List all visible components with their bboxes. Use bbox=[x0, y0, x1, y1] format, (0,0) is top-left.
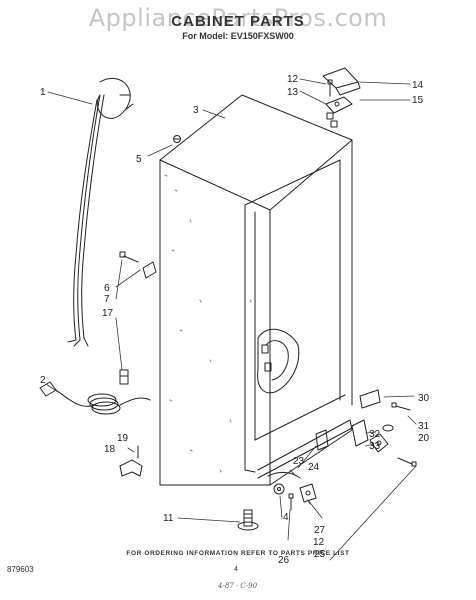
callout-15: 15 bbox=[412, 95, 424, 106]
ordering-note: FOR ORDERING INFORMATION REFER TO PARTS … bbox=[126, 550, 350, 557]
page-number: 4 bbox=[234, 566, 238, 573]
handwritten-mark: 4-87 · C-90 bbox=[218, 582, 258, 590]
hinge-screw bbox=[327, 79, 333, 97]
callout-labels: 1 2 3 4 5 6 7 11 12 12 13 14 15 17 18 19… bbox=[40, 74, 430, 566]
harness-clip bbox=[119, 251, 157, 279]
wire-tie bbox=[267, 471, 301, 479]
callout-25: 25 bbox=[314, 549, 326, 560]
callout-6: 6 bbox=[104, 283, 110, 294]
bottom-hinge bbox=[351, 419, 389, 453]
callout-32: 32 bbox=[369, 429, 381, 440]
callout-3: 3 bbox=[193, 105, 199, 116]
drain-pan-bracket bbox=[257, 328, 300, 394]
callout-20: 20 bbox=[418, 433, 430, 444]
callout-4: 4 bbox=[283, 512, 289, 523]
callout-7: 7 bbox=[104, 294, 110, 305]
power-cord bbox=[39, 381, 151, 415]
callout-18: 18 bbox=[104, 444, 116, 455]
side-cover bbox=[359, 389, 381, 409]
callout-23: 23 bbox=[293, 456, 305, 467]
callout-14: 14 bbox=[412, 80, 424, 91]
callout-5: 5 bbox=[136, 154, 142, 165]
watermark: AppliancePartsPros.com bbox=[88, 4, 388, 32]
model-number: For Model: EV150FXSW00 bbox=[182, 31, 294, 41]
callout-19: 19 bbox=[117, 433, 129, 444]
callout-31: 31 bbox=[418, 421, 430, 432]
leveling-leg bbox=[237, 509, 259, 531]
callout-12-bottom: 12 bbox=[313, 537, 325, 548]
cabinet-shell bbox=[159, 94, 353, 486]
document-number: 879603 bbox=[7, 565, 34, 574]
bracket-screw bbox=[288, 493, 294, 511]
callout-11: 11 bbox=[163, 513, 174, 524]
top-hinge bbox=[325, 96, 353, 114]
hinge-bolt bbox=[397, 457, 417, 467]
hinge-bracket-bottom bbox=[299, 483, 317, 503]
hinge-shim bbox=[326, 112, 338, 128]
callout-26: 26 bbox=[278, 555, 290, 566]
leader-lines bbox=[45, 78, 417, 561]
hinge-cover bbox=[322, 67, 361, 96]
cover-screw bbox=[391, 402, 411, 411]
callout-30: 30 bbox=[418, 393, 430, 404]
callout-2: 2 bbox=[40, 375, 46, 386]
callout-13: 13 bbox=[287, 87, 299, 98]
top-screw bbox=[173, 135, 181, 143]
wiring-harness bbox=[67, 77, 134, 347]
front-bracket bbox=[315, 429, 329, 451]
diagram-title: CABINET PARTS bbox=[171, 13, 305, 30]
cord-clamp bbox=[119, 445, 143, 477]
callout-17: 17 bbox=[102, 308, 114, 319]
clamp-screw bbox=[119, 369, 129, 385]
callout-33: 33 bbox=[369, 441, 381, 452]
callout-12-top: 12 bbox=[287, 74, 299, 85]
callout-24: 24 bbox=[308, 462, 320, 473]
washer bbox=[273, 483, 285, 495]
callout-1: 1 bbox=[40, 87, 46, 98]
spacer-washer bbox=[382, 424, 394, 432]
callout-27: 27 bbox=[314, 525, 326, 536]
